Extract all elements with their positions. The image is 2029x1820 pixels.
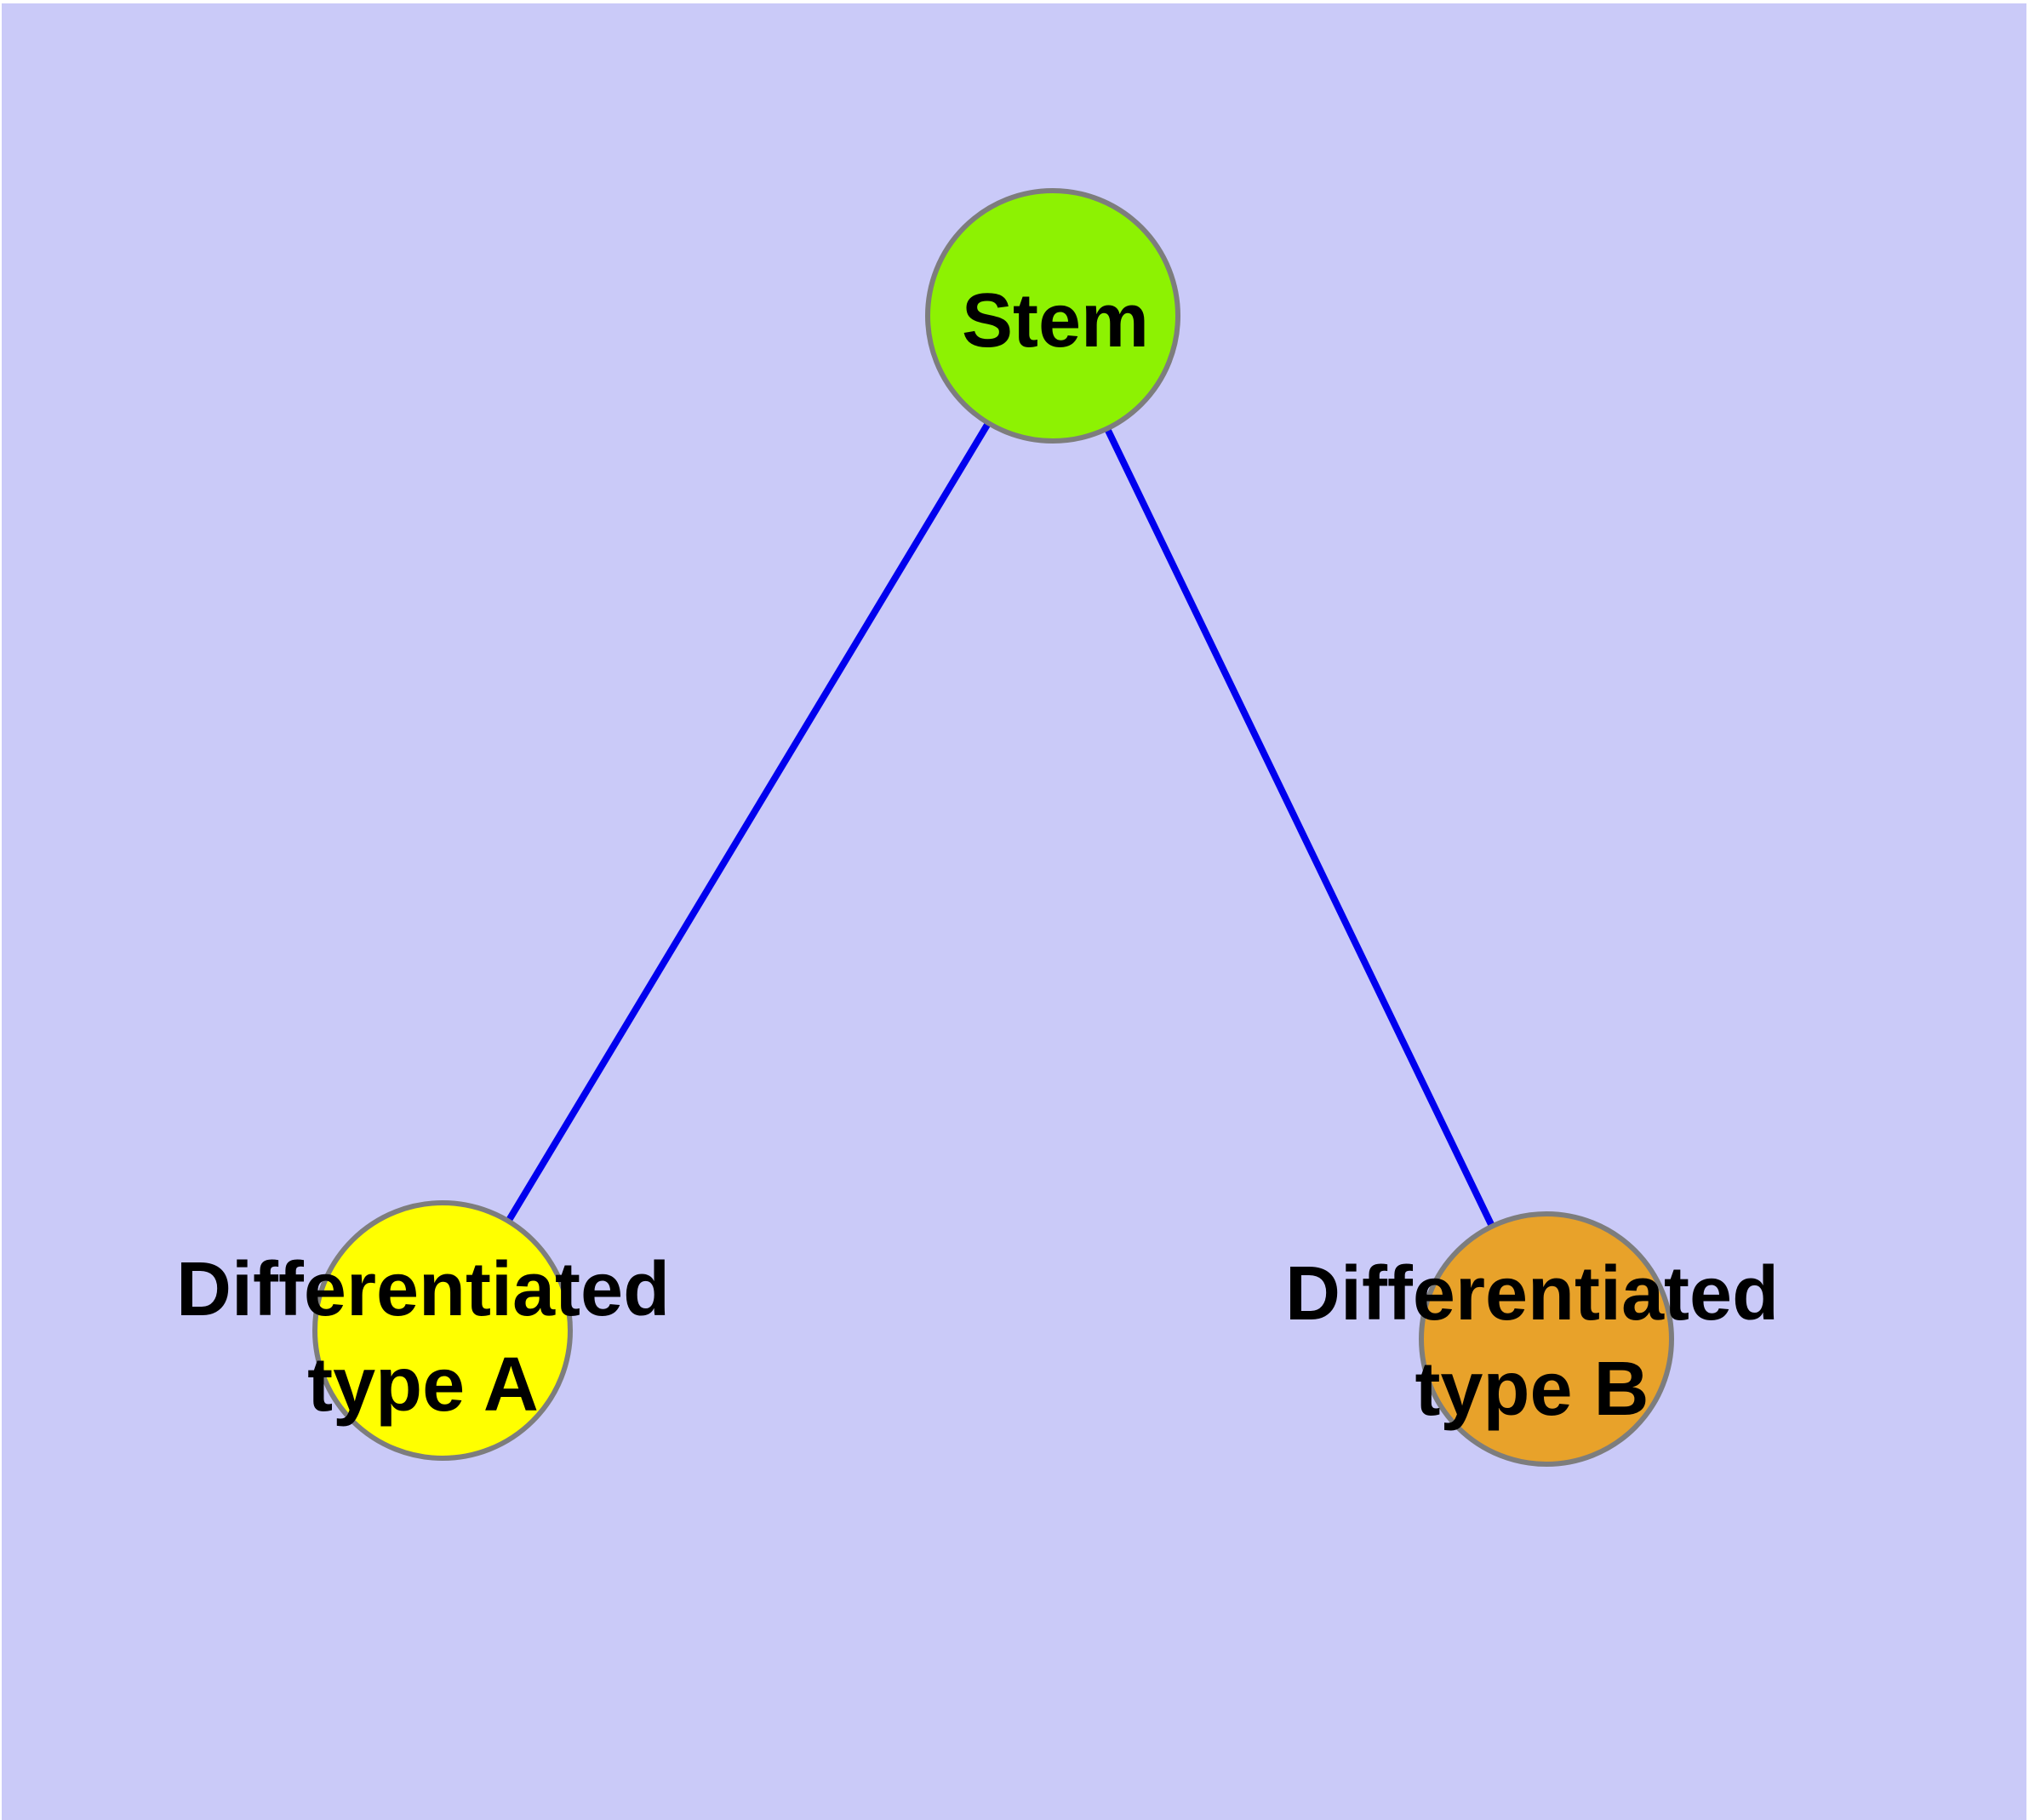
node-type-b-circle xyxy=(1419,1211,1674,1467)
node-type-a-label-line2: type A xyxy=(307,1342,539,1428)
edge-stem-to-type-b xyxy=(1049,314,1550,1341)
node-type-a-label: Differentiated type A xyxy=(176,1242,670,1433)
node-type-b-label: Differentiated type B xyxy=(1285,1246,1779,1437)
node-stem-circle xyxy=(925,188,1180,444)
node-type-a-label-line1: Differentiated xyxy=(175,1247,671,1332)
node-type-b-label-line1: Differentiated xyxy=(1284,1251,1780,1336)
node-type-a-circle xyxy=(312,1200,573,1461)
node-stem-label: Stem xyxy=(961,278,1150,363)
node-type-b-label-line2: type B xyxy=(1415,1347,1649,1432)
edge-stem-to-type-a xyxy=(439,313,1056,1333)
